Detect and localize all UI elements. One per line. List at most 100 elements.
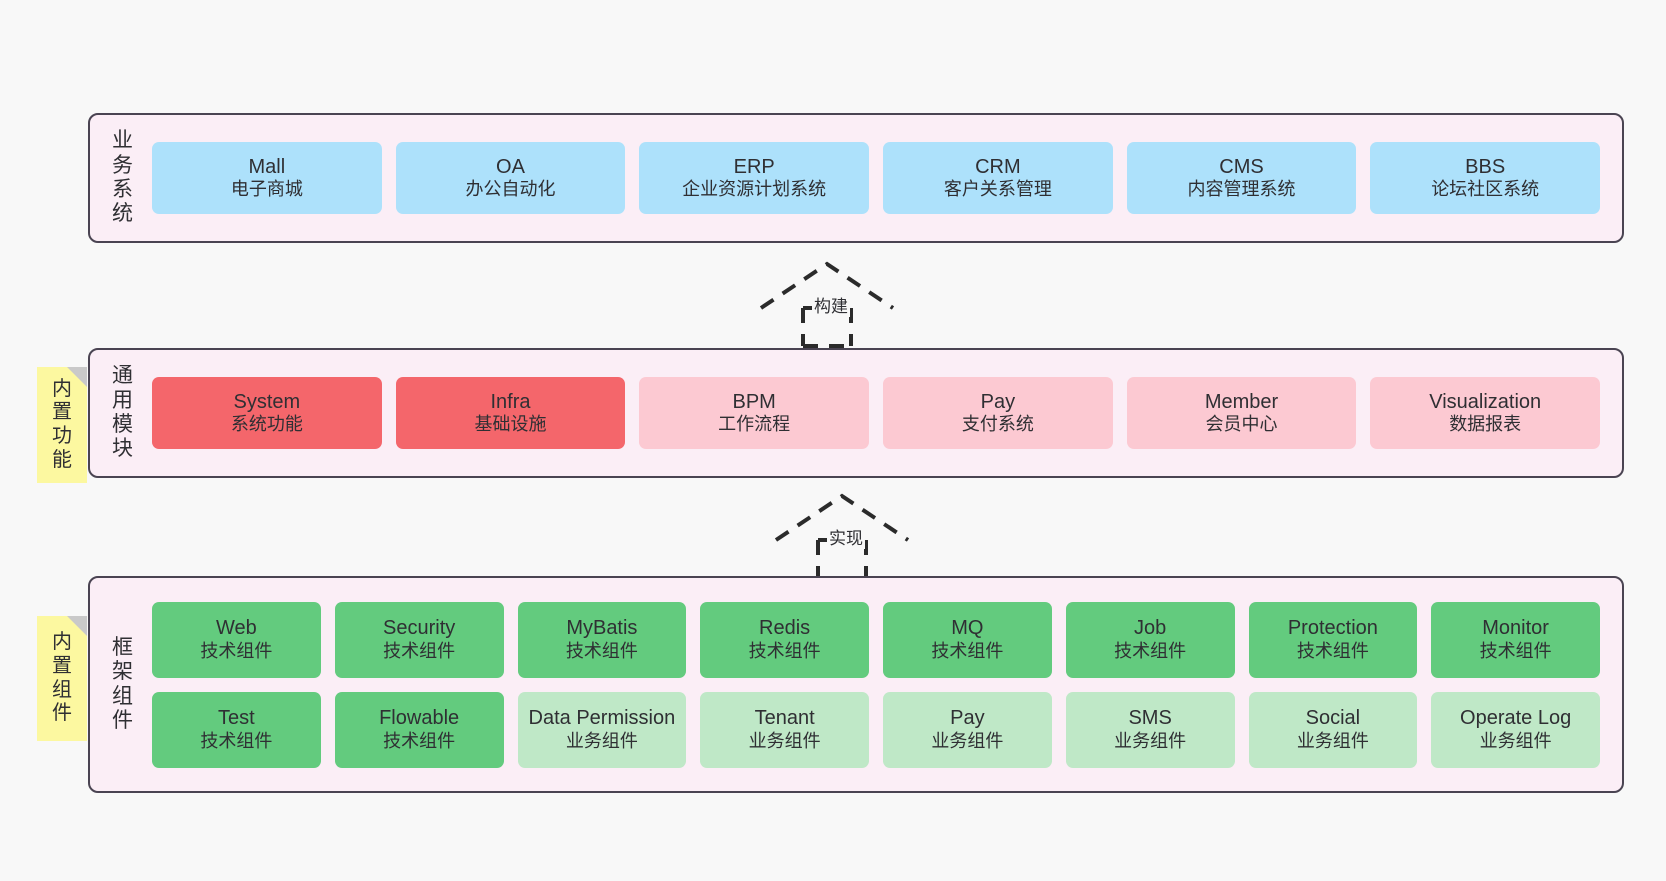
note-label: 内置组件 — [52, 631, 72, 725]
node-subtitle: 技术组件 — [1114, 640, 1187, 661]
node-title: Data Permission — [528, 707, 676, 730]
node-monitor[interactable]: Monitor 技术组件 — [1431, 601, 1600, 678]
node-operate-log[interactable]: Operate Log 业务组件 — [1431, 691, 1600, 768]
node-subtitle: 数据报表 — [1449, 414, 1522, 435]
node-data-permission[interactable]: Data Permission 业务组件 — [517, 691, 687, 768]
layer-row: Mall 电子商城 OA 办公自动化 ERP 企业资源计划系统 CRM 客户关系… — [152, 142, 1601, 214]
node-subtitle: 系统功能 — [230, 414, 303, 435]
node-title: System — [233, 390, 301, 413]
node-subtitle: 内容管理系统 — [1187, 179, 1296, 200]
node-sms[interactable]: SMS 业务组件 — [1065, 691, 1235, 768]
node-mall[interactable]: Mall 电子商城 — [152, 142, 382, 214]
node-system[interactable]: System 系统功能 — [152, 377, 382, 449]
node-title: Security — [383, 617, 456, 640]
node-title: MQ — [951, 617, 984, 640]
node-redis[interactable]: Redis 技术组件 — [700, 601, 869, 678]
layer-title-business: 业务系统 — [112, 129, 134, 226]
note-builtin-components[interactable]: 内置组件 — [37, 616, 87, 741]
note-builtin-functions[interactable]: 内置功能 — [37, 367, 87, 483]
node-erp[interactable]: ERP 企业资源计划系统 — [639, 142, 870, 214]
node-title: Redis — [759, 617, 811, 640]
node-subtitle: 技术组件 — [1296, 640, 1369, 661]
node-title: Protection — [1287, 617, 1378, 640]
node-subtitle: 技术组件 — [565, 640, 638, 661]
node-subtitle: 支付系统 — [961, 414, 1034, 435]
layer-title-common: 通用模块 — [112, 364, 134, 461]
folded-corner-icon — [67, 616, 87, 636]
node-flowable[interactable]: Flowable 技术组件 — [334, 691, 504, 768]
node-test[interactable]: Test 技术组件 — [152, 691, 321, 768]
node-subtitle: 技术组件 — [748, 640, 821, 661]
node-tenant[interactable]: Tenant 业务组件 — [700, 691, 869, 768]
node-title: ERP — [733, 155, 775, 178]
folded-corner-icon — [67, 367, 87, 387]
node-pay[interactable]: Pay 支付系统 — [883, 377, 1113, 449]
node-mq[interactable]: MQ 技术组件 — [883, 601, 1052, 678]
layer-title-framework: 框架组件 — [112, 635, 134, 732]
node-subtitle: 业务组件 — [748, 730, 821, 751]
layer-row: Web 技术组件 Security 技术组件 MyBatis 技术组件 Redi… — [152, 601, 1600, 678]
node-crm[interactable]: CRM 客户关系管理 — [883, 142, 1113, 214]
node-title: Mall — [248, 155, 286, 178]
node-member[interactable]: Member 会员中心 — [1126, 377, 1357, 449]
layer-business-system[interactable]: 业务系统 Mall 电子商城 OA 办公自动化 ERP 企业资源计划系统 CRM… — [88, 113, 1624, 243]
node-title: CMS — [1219, 155, 1264, 178]
node-job[interactable]: Job 技术组件 — [1065, 601, 1235, 678]
node-title: BPM — [732, 390, 776, 413]
node-title: Flowable — [379, 707, 460, 730]
node-subtitle: 技术组件 — [200, 730, 273, 751]
node-security[interactable]: Security 技术组件 — [334, 601, 504, 678]
note-label: 内置功能 — [52, 377, 72, 471]
node-subtitle: 客户关系管理 — [943, 179, 1052, 200]
node-subtitle: 技术组件 — [383, 640, 456, 661]
node-title: Operate Log — [1460, 707, 1572, 730]
node-mybatis[interactable]: MyBatis 技术组件 — [517, 601, 687, 678]
arrow-head — [774, 493, 910, 542]
node-subtitle: 工作流程 — [718, 414, 791, 435]
node-subtitle: 业务组件 — [931, 730, 1004, 751]
node-subtitle: 业务组件 — [1479, 730, 1552, 751]
node-title: OA — [496, 155, 525, 178]
layer-row: System 系统功能 Infra 基础设施 BPM 工作流程 Pay 支付系统… — [152, 377, 1601, 449]
node-title: BBS — [1465, 155, 1506, 178]
node-protection[interactable]: Protection 技术组件 — [1248, 601, 1418, 678]
node-bbs[interactable]: BBS 论坛社区系统 — [1370, 142, 1601, 214]
node-subtitle: 技术组件 — [200, 640, 273, 661]
layer-cells-business: Mall 电子商城 OA 办公自动化 ERP 企业资源计划系统 CRM 客户关系… — [144, 142, 1622, 214]
node-subtitle: 技术组件 — [931, 640, 1004, 661]
node-title: Member — [1204, 390, 1279, 413]
node-title: Pay — [950, 707, 985, 730]
connector-build-label: 构建 — [812, 292, 850, 317]
node-subtitle: 办公自动化 — [465, 179, 556, 200]
node-subtitle: 业务组件 — [1114, 730, 1187, 751]
node-visualization[interactable]: Visualization 数据报表 — [1370, 377, 1601, 449]
node-pay-business[interactable]: Pay 业务组件 — [883, 691, 1052, 768]
node-title: Job — [1134, 617, 1167, 640]
layer-common-module[interactable]: 通用模块 System 系统功能 Infra 基础设施 BPM 工作流程 Pay… — [88, 348, 1624, 478]
layer-framework-component[interactable]: 框架组件 Web 技术组件 Security 技术组件 MyBatis 技术组件… — [88, 576, 1624, 793]
node-title: Social — [1305, 707, 1361, 730]
node-title: Web — [215, 617, 257, 640]
node-cms[interactable]: CMS 内容管理系统 — [1126, 142, 1357, 214]
node-subtitle: 技术组件 — [383, 730, 456, 751]
node-infra[interactable]: Infra 基础设施 — [395, 377, 626, 449]
node-title: MyBatis — [566, 617, 638, 640]
node-title: SMS — [1128, 707, 1172, 730]
node-oa[interactable]: OA 办公自动化 — [395, 142, 626, 214]
node-title: Tenant — [754, 707, 815, 730]
node-subtitle: 论坛社区系统 — [1431, 179, 1540, 200]
node-subtitle: 业务组件 — [1296, 730, 1369, 751]
node-bpm[interactable]: BPM 工作流程 — [639, 377, 870, 449]
node-title: Pay — [980, 390, 1016, 413]
node-social[interactable]: Social 业务组件 — [1248, 691, 1418, 768]
node-subtitle: 会员中心 — [1205, 414, 1278, 435]
node-subtitle: 基础设施 — [474, 414, 547, 435]
node-web[interactable]: Web 技术组件 — [152, 601, 321, 678]
node-title: Monitor — [1482, 617, 1549, 640]
node-title: Infra — [490, 390, 531, 413]
node-title: CRM — [975, 155, 1021, 178]
node-subtitle: 企业资源计划系统 — [682, 179, 827, 200]
node-subtitle: 电子商城 — [230, 179, 303, 200]
layer-cells-common: System 系统功能 Infra 基础设施 BPM 工作流程 Pay 支付系统… — [144, 377, 1622, 449]
